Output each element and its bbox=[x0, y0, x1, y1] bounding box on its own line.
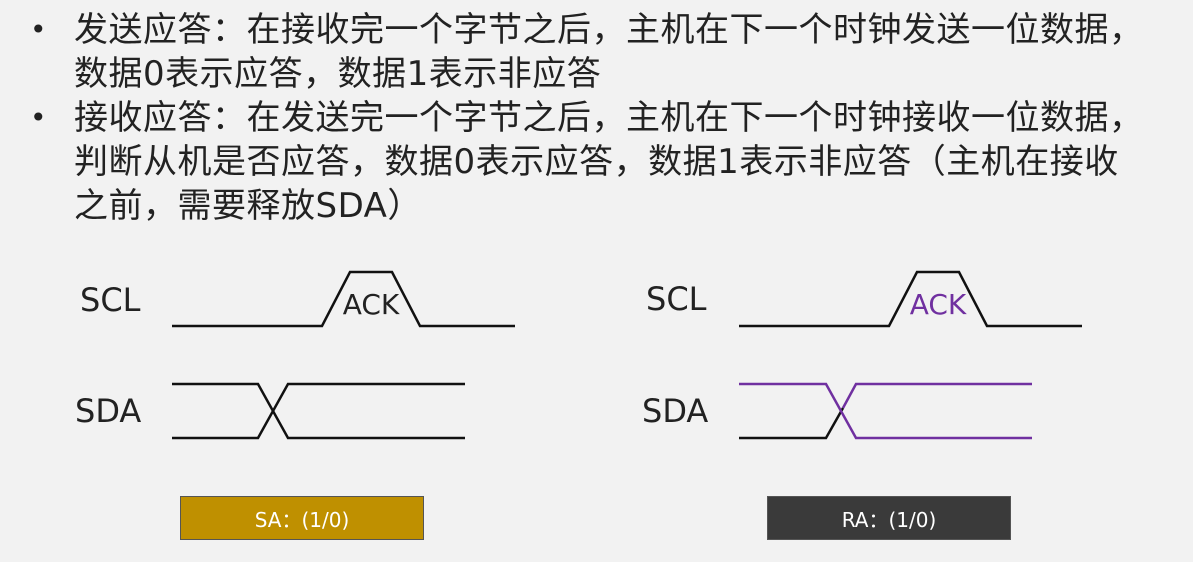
sa-label-text: SA：(1/0) bbox=[254, 507, 350, 532]
left-sda-low-line bbox=[172, 382, 465, 440]
right-sda-label: SDA bbox=[642, 392, 709, 430]
left-sda-high-line bbox=[172, 382, 465, 440]
left-ack-label: ACK bbox=[343, 288, 400, 321]
bullet-dot: • bbox=[30, 13, 47, 46]
right-scl-waveform bbox=[739, 270, 1082, 328]
bullet-send-ack: • 发送应答：在接收完一个字节之后，主机在下一个时钟发送一位数据，数据0表示应答… bbox=[22, 8, 1182, 96]
bullet-receive-ack: • 接收应答：在发送完一个字节之后，主机在下一个时钟接收一位数据，判断从机是否应… bbox=[22, 96, 1182, 228]
right-sda-slave-line-high bbox=[841, 382, 1032, 409]
right-sda-slave-line bbox=[739, 382, 1032, 440]
bullet-dot: • bbox=[30, 101, 47, 134]
bullet-text: 接收应答：在发送完一个字节之后，主机在下一个时钟接收一位数据，判断从机是否应答，… bbox=[74, 98, 1144, 226]
bullet-text: 发送应答：在接收完一个字节之后，主机在下一个时钟发送一位数据，数据0表示应答，数… bbox=[74, 10, 1144, 94]
right-ack-label: ACK bbox=[910, 288, 967, 321]
left-scl-waveform bbox=[172, 270, 515, 328]
ra-label-box: RA：(1/0) bbox=[767, 496, 1011, 540]
right-scl-label: SCL bbox=[646, 280, 707, 318]
left-scl-label: SCL bbox=[80, 281, 141, 319]
sa-label-box: SA：(1/0) bbox=[180, 496, 424, 540]
right-sda-master-line bbox=[739, 407, 845, 440]
left-sda-label: SDA bbox=[75, 392, 142, 430]
bullet-list: • 发送应答：在接收完一个字节之后，主机在下一个时钟发送一位数据，数据0表示应答… bbox=[22, 8, 1182, 228]
ra-label-text: RA：(1/0) bbox=[841, 507, 937, 532]
